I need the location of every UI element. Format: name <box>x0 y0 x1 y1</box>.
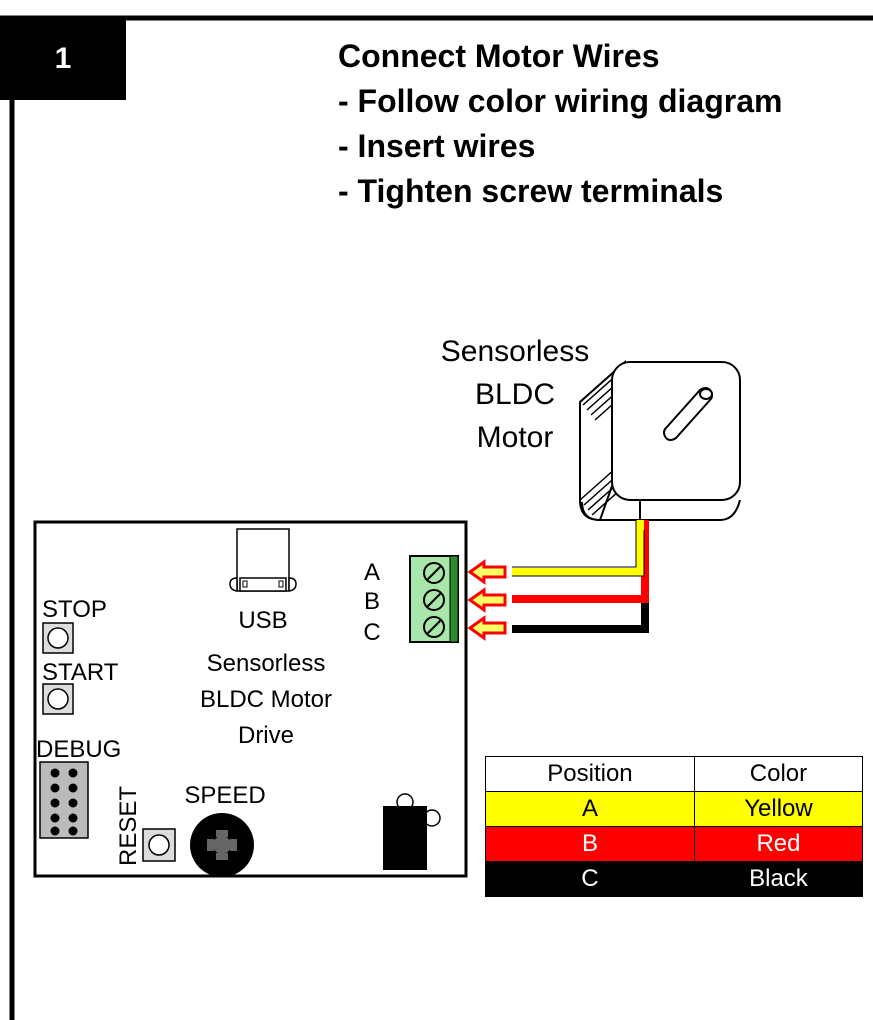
speed-knob-icon <box>190 813 254 877</box>
screw-a-icon <box>423 562 445 584</box>
legend-row: B Red <box>485 826 864 862</box>
arrow-c-icon <box>467 615 507 641</box>
legend-header-color: Color <box>693 756 864 792</box>
speed-label: SPEED <box>184 782 265 809</box>
screw-c-icon <box>423 616 445 638</box>
step-number-badge: 1 <box>0 18 126 100</box>
drive-name-label: Sensorless BLDC Motor Drive <box>166 646 366 754</box>
legend-header-row: Position Color <box>485 756 864 792</box>
terminal-label-a: A <box>364 559 380 586</box>
screw-terminal-block <box>409 555 459 643</box>
insert-arrows <box>467 559 507 641</box>
instruction-item: - Follow color wiring diagram <box>338 83 783 119</box>
power-jack-icon <box>383 793 441 870</box>
wire-yellow <box>512 520 644 576</box>
legend-row: A Yellow <box>485 791 864 827</box>
instruction-title: Connect Motor Wires <box>338 38 660 74</box>
reset-label: RESET <box>115 786 142 866</box>
legend-color-cell: Yellow <box>693 791 864 827</box>
drive-name-line: BLDC Motor <box>199 686 333 713</box>
motor-shaft-icon <box>663 387 713 441</box>
legend-header-position: Position <box>485 756 695 792</box>
legend-position-cell: B <box>485 826 695 862</box>
usb-connector-icon <box>229 528 297 592</box>
motor-label-line: Sensorless <box>440 335 590 368</box>
motor-drive-board: A B C USB STOP START DEBUG RESET <box>33 520 468 878</box>
stop-button-icon <box>42 622 74 654</box>
stop-label: STOP <box>42 596 107 623</box>
debug-label: DEBUG <box>36 736 121 763</box>
motor-label-line: Motor <box>476 421 554 454</box>
legend-row: C Black <box>485 861 864 897</box>
legend-position-cell: C <box>485 861 695 897</box>
debug-header-icon <box>39 761 89 839</box>
terminal-label-b: B <box>364 588 380 615</box>
motor-label: Sensorless BLDC Motor <box>400 330 630 459</box>
step-number: 1 <box>54 42 72 75</box>
instruction-item: - Insert wires <box>338 128 536 164</box>
terminal-label-c: C <box>363 619 380 646</box>
arrow-b-icon <box>467 587 507 613</box>
instruction-list: Connect Motor Wires - Follow color wirin… <box>338 34 782 214</box>
start-button-icon <box>42 683 74 715</box>
bldc-motor <box>579 360 741 521</box>
legend-color-cell: Black <box>693 861 864 897</box>
legend-body: A Yellow B Red C Black <box>485 791 864 897</box>
drive-name-line: Drive <box>237 722 294 749</box>
legend-color-cell: Red <box>693 826 864 862</box>
start-label: START <box>42 659 119 686</box>
instruction-item: - Tighten screw terminals <box>338 173 724 209</box>
wire-color-legend: Position Color A Yellow B Red C Black <box>485 756 864 897</box>
legend-position-cell: A <box>485 791 695 827</box>
usb-label: USB <box>238 607 287 634</box>
screw-b-icon <box>423 589 445 611</box>
motor-label-line: BLDC <box>474 378 556 411</box>
wire-red <box>512 520 649 603</box>
arrow-a-icon <box>467 559 507 585</box>
motor-wires <box>512 520 649 633</box>
drive-name-line: Sensorless <box>206 650 326 677</box>
motor-bottom-face <box>581 485 741 521</box>
reset-button-icon <box>142 828 176 862</box>
